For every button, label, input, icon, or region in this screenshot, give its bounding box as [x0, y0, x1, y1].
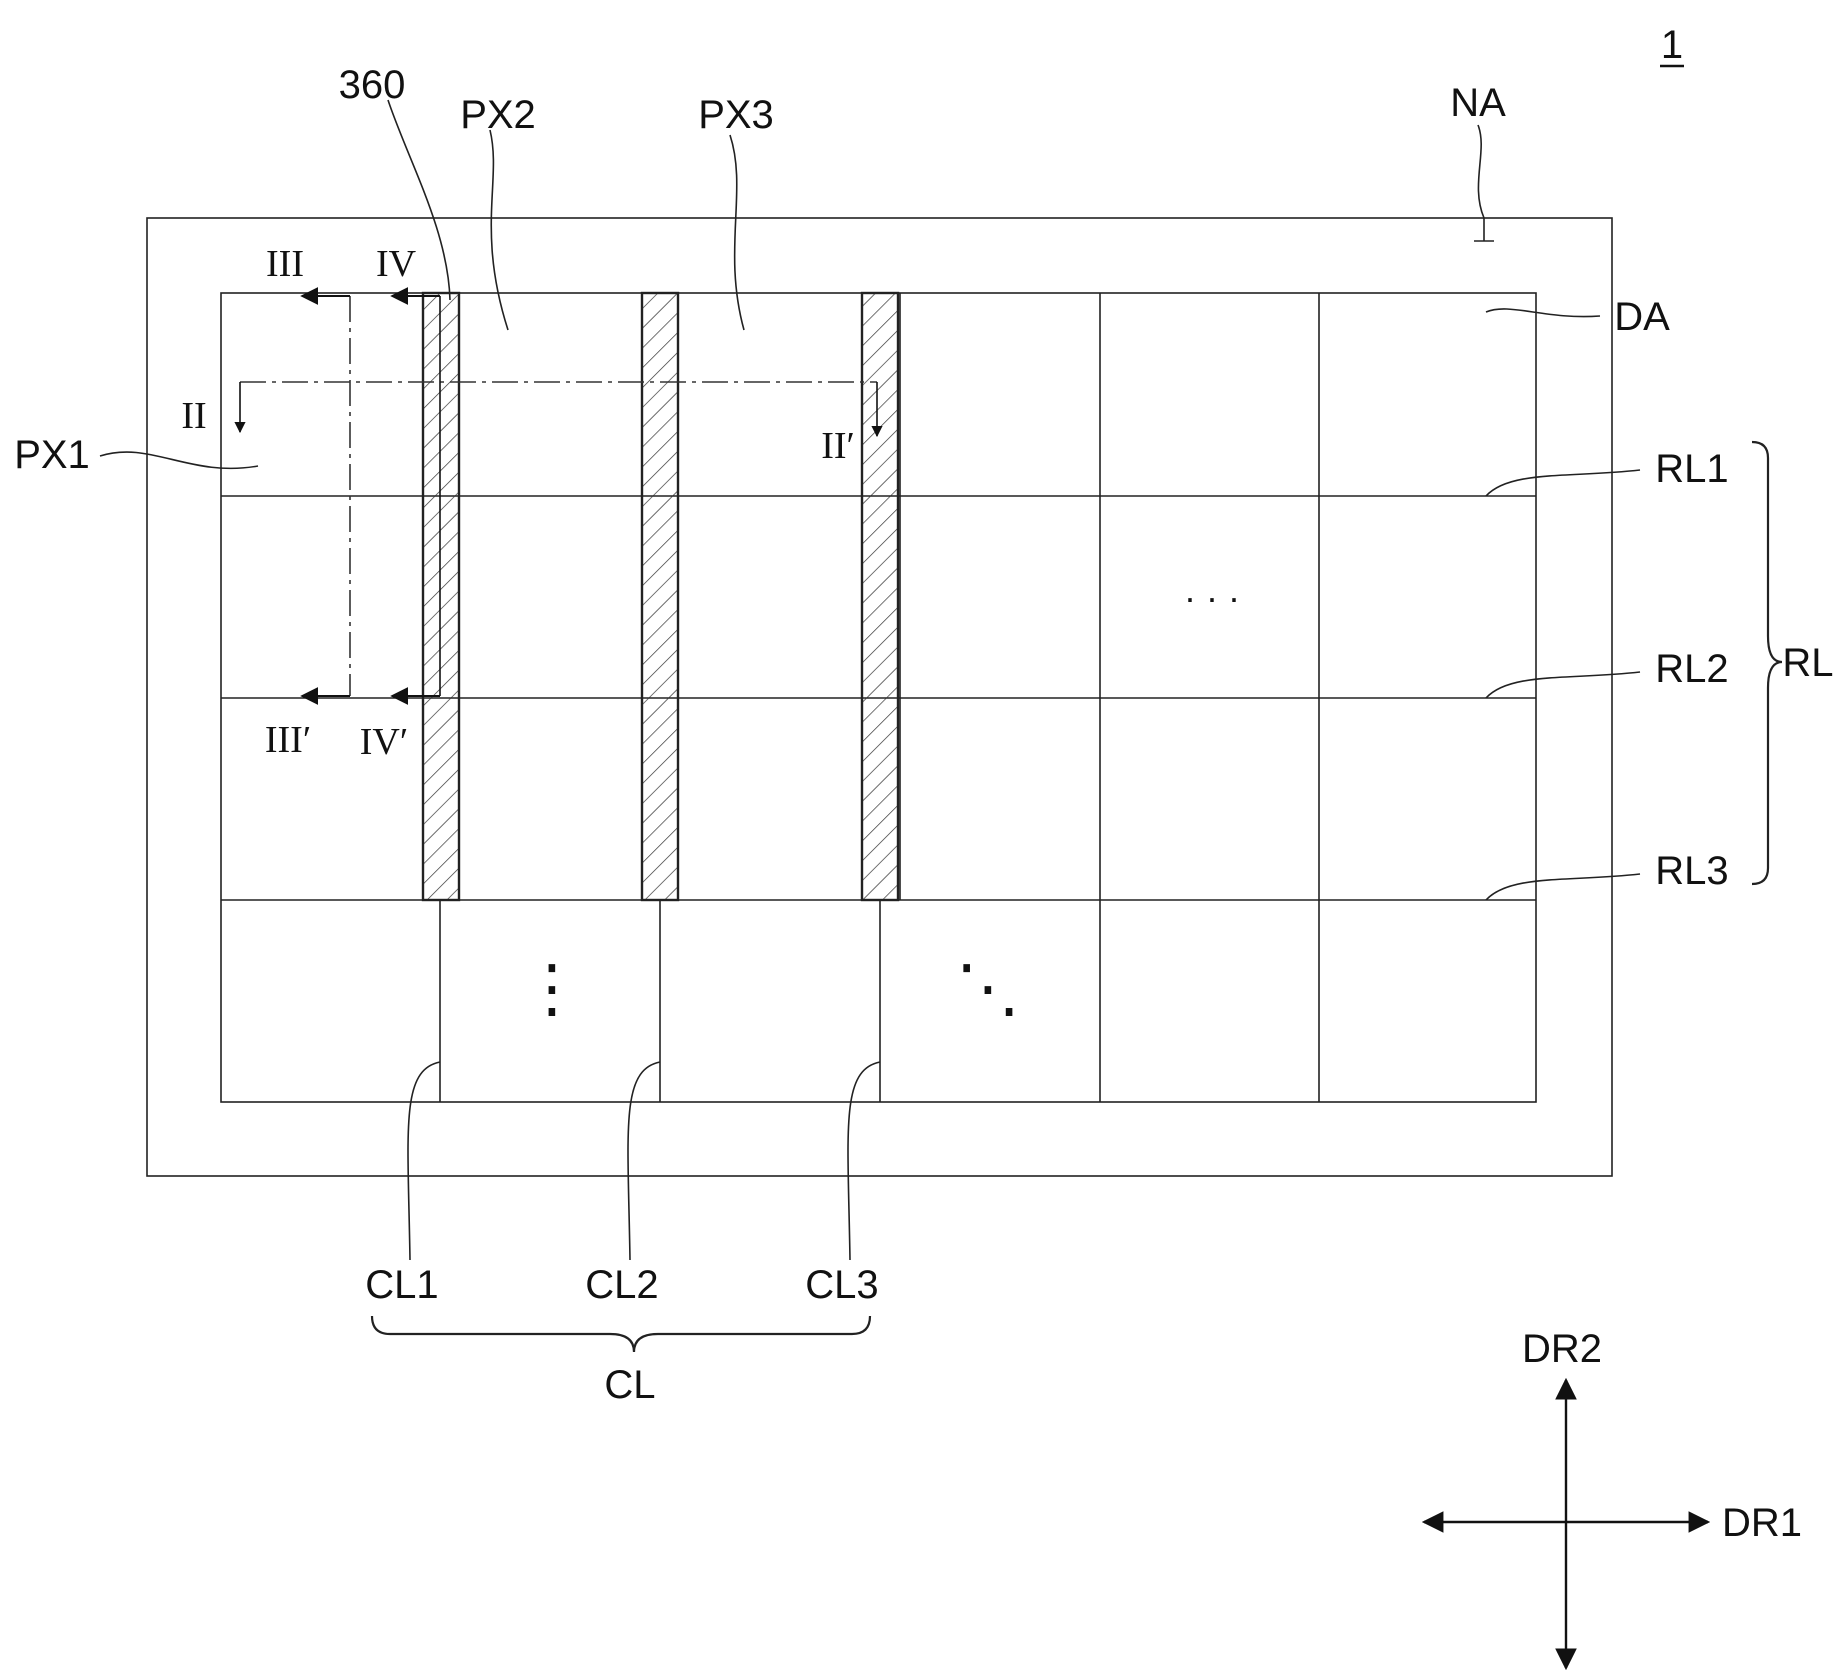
label-rl-group: RL	[1782, 641, 1833, 685]
hatched-patterns	[421, 291, 900, 902]
label-dr1: DR1	[1722, 1501, 1802, 1545]
label-section-iv: IV	[376, 243, 417, 285]
label-cl2: CL2	[585, 1263, 658, 1307]
leader-px2	[489, 129, 509, 331]
section-line-iii	[300, 287, 351, 705]
label-section-ii: II	[181, 395, 206, 437]
leader-na	[1474, 124, 1494, 242]
label-section-iii: III	[266, 243, 304, 285]
label-na: NA	[1450, 81, 1506, 125]
column-lines-brace	[370, 1315, 872, 1353]
leader-rl2	[1485, 671, 1641, 699]
non-display-area-border	[146, 217, 1613, 1177]
label-px3: PX3	[698, 93, 774, 137]
leader-da	[1485, 308, 1601, 318]
ellipsis-diagonal: ⋱	[956, 952, 1020, 1024]
ellipsis-horizontal: · · ·	[1184, 577, 1240, 618]
label-cl3: CL3	[805, 1263, 878, 1307]
label-section-iii-prime: III′	[265, 719, 311, 761]
label-360: 360	[339, 63, 406, 107]
leader-cl1	[407, 1061, 441, 1261]
leader-360	[387, 99, 451, 301]
leader-rl1	[1485, 469, 1641, 497]
label-px2: PX2	[460, 93, 536, 137]
ellipsis-vertical: ⋮	[520, 952, 584, 1024]
label-rl2: RL2	[1655, 647, 1728, 691]
label-cl-group: CL	[604, 1363, 655, 1407]
section-line-iv	[390, 287, 441, 705]
label-cl1: CL1	[365, 1263, 438, 1307]
leader-lines	[99, 99, 1641, 1261]
figure-number: 1	[1661, 23, 1683, 67]
row-lines-brace	[1751, 440, 1783, 886]
label-section-ii-prime: II′	[821, 425, 855, 467]
label-rl3: RL3	[1655, 849, 1728, 893]
hatched-pattern-2	[640, 291, 680, 902]
section-line-ii	[234, 381, 883, 438]
leader-cl3	[847, 1061, 881, 1261]
label-dr2: DR2	[1522, 1327, 1602, 1371]
leader-px3	[729, 134, 745, 331]
hatched-pattern-3	[860, 291, 900, 902]
label-rl1: RL1	[1655, 447, 1728, 491]
leader-px1	[99, 451, 259, 470]
leader-rl3	[1485, 873, 1641, 901]
label-px1: PX1	[14, 433, 90, 477]
label-da: DA	[1614, 295, 1670, 339]
direction-indicator	[1421, 1377, 1711, 1671]
hatched-pattern-1	[421, 291, 461, 902]
leader-cl2	[627, 1061, 661, 1261]
label-section-iv-prime: IV′	[360, 721, 408, 763]
